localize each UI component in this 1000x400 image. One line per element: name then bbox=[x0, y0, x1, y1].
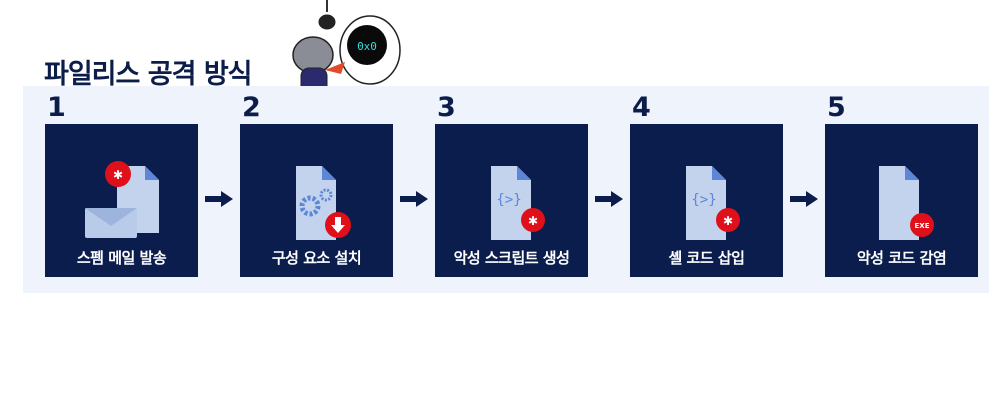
step-card-3: {>} ✱ 악성 스크립트 생성 bbox=[435, 124, 588, 277]
step-label: 악성 코드 감염 bbox=[856, 249, 947, 267]
arrow-right-icon bbox=[595, 191, 623, 207]
svg-text:✱: ✱ bbox=[113, 168, 123, 182]
svg-text:{>}: {>} bbox=[496, 192, 521, 208]
svg-text:✱: ✱ bbox=[528, 214, 538, 228]
document-gear-download-icon bbox=[296, 166, 351, 240]
exe-badge-text: EXE bbox=[915, 222, 930, 230]
step-card-2: 구성 요소 설치 bbox=[240, 124, 393, 277]
step-card-4: {>} ✱ 셸 코드 삽입 bbox=[630, 124, 783, 277]
mascot-screen-text: 0x0 bbox=[357, 40, 377, 53]
step-label: 셸 코드 삽입 bbox=[668, 249, 745, 267]
svg-text:✱: ✱ bbox=[723, 214, 733, 228]
arrow-right-icon bbox=[790, 191, 818, 207]
step-label: 악성 스크립트 생성 bbox=[453, 249, 570, 267]
script-bug-icon: {>} ✱ bbox=[686, 166, 740, 240]
step-number: 3 bbox=[437, 92, 456, 123]
step-number: 1 bbox=[47, 92, 66, 123]
step-number: 2 bbox=[242, 92, 261, 123]
script-bug-icon: {>} ✱ bbox=[491, 166, 545, 240]
step-number: 4 bbox=[632, 92, 651, 123]
document-exe-icon: EXE bbox=[879, 166, 934, 240]
mail-document-bug-icon: ✱ bbox=[85, 161, 159, 238]
step-label: 구성 요소 설치 bbox=[271, 249, 362, 267]
step-card-1: ✱ 스펨 메일 발송 bbox=[45, 124, 198, 277]
step-number: 5 bbox=[827, 92, 846, 123]
page-title: 파일리스 공격 방식 bbox=[44, 59, 253, 90]
arrow-right-icon bbox=[205, 191, 233, 207]
svg-text:{>}: {>} bbox=[691, 192, 716, 208]
arrow-right-icon bbox=[400, 191, 428, 207]
step-card-5: EXE 악성 코드 감염 bbox=[825, 124, 978, 277]
step-label: 스펨 메일 발송 bbox=[76, 249, 167, 267]
